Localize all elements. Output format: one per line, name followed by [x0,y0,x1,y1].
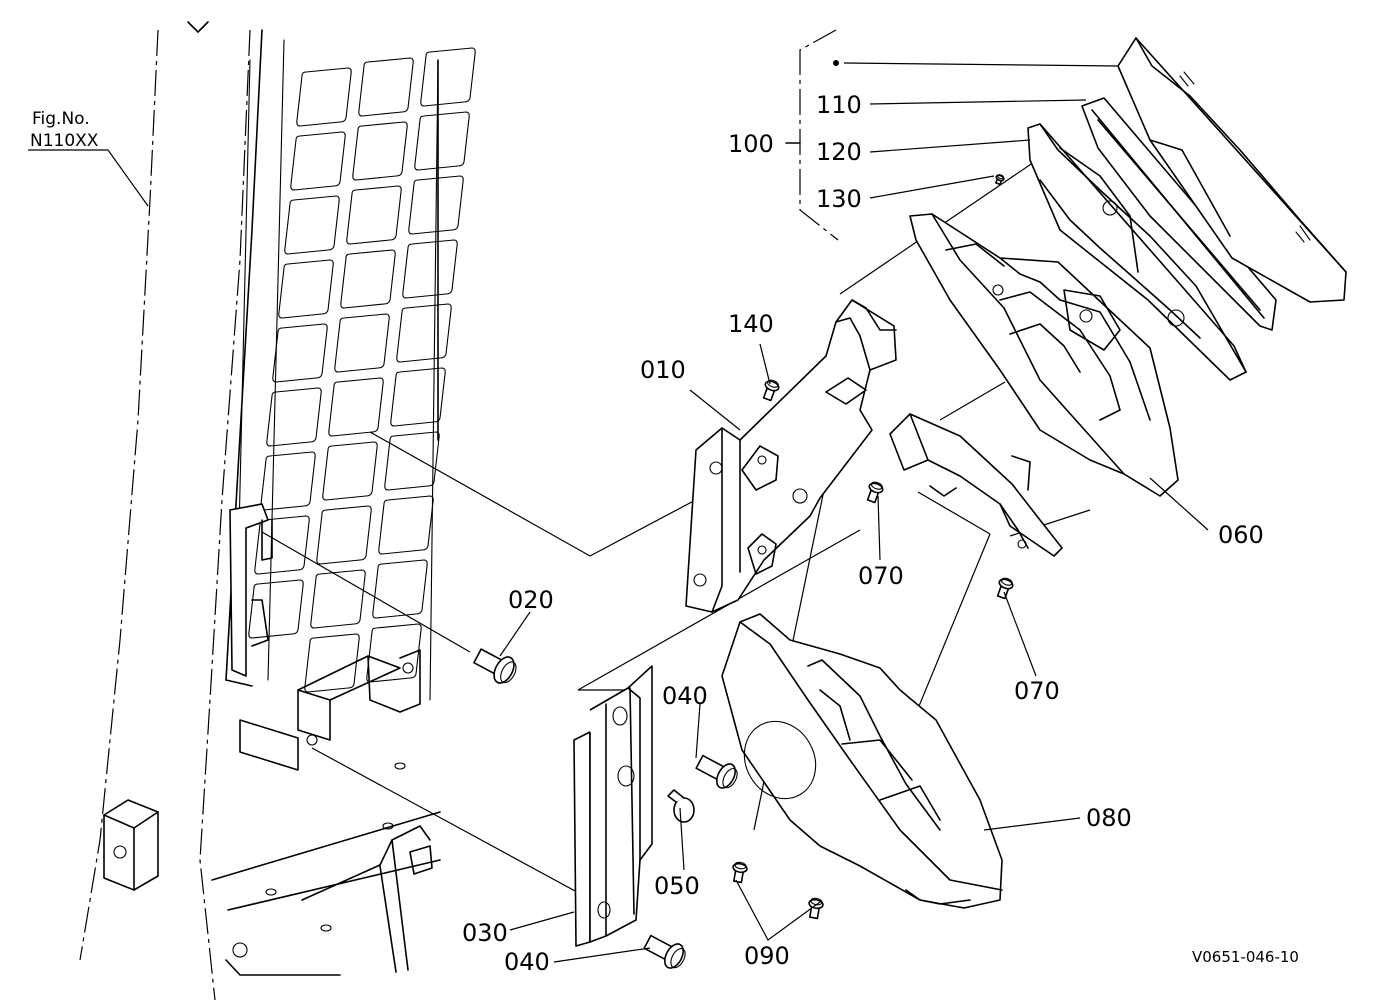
mesh-cell [284,195,340,255]
callout-030: 030 [462,919,508,947]
fig-label: Fig.No. [32,109,90,129]
hinge-plate [889,413,1063,557]
mesh-cell [366,623,422,683]
mesh-cell [272,323,328,383]
callout-140: 140 [728,310,774,338]
gasket-110 [1081,97,1277,331]
screw-070-upper [866,481,884,504]
callout-110: 110 [816,91,862,119]
callout-090: 090 [744,942,790,970]
callout-080: 080 [1086,804,1132,832]
mesh-cell [296,67,352,127]
callout-070-lower: 070 [1014,677,1060,705]
rivet-050 [667,789,695,823]
mesh-cell [358,57,414,117]
mesh-cell [322,441,378,501]
mesh-cell [352,121,408,181]
mesh-strand [267,39,285,681]
mesh-cell [340,249,396,309]
mesh-strand [429,59,439,701]
figure-info: Fig.No. N110XX V0651-046-10 [30,109,1299,966]
screw-090-right [808,897,824,920]
mesh-cell [266,387,322,447]
mesh-cell [278,259,334,319]
drawing-code: V0651-046-10 [1192,948,1299,966]
cover-glass [1117,37,1347,303]
callout-leaders [499,343,1209,963]
bracket-010 [685,299,897,613]
mesh-cell [316,505,372,565]
mesh-cell [290,131,346,191]
bracket-030 [573,665,653,947]
fig-number: N110XX [30,131,99,151]
screw-140 [762,379,780,402]
callout-040-lower: 040 [504,948,550,976]
callout-020: 020 [508,586,554,614]
callout-010: 010 [640,356,686,384]
callout-070-upper: 070 [858,562,904,590]
mesh-cell [372,559,428,619]
mesh-cell [260,451,316,511]
callout-120: 120 [816,138,862,166]
mesh-cell [420,47,476,107]
callout-050: 050 [654,872,700,900]
mesh-cell [310,569,366,629]
mesh-cell [396,303,452,363]
mesh-cell [334,313,390,373]
mesh-hinge [229,503,273,677]
screw-070-lower [996,577,1014,600]
mesh-cell [384,431,440,491]
screw-090-left [732,861,748,884]
block-part [103,799,159,891]
callout-100: 100 [728,130,774,158]
floor-frame [211,762,441,976]
mesh-cell [408,175,464,235]
lower-bracket [239,649,421,771]
part-callouts: 010 140 020 030 040 040 050 060 070 070 … [462,310,1264,976]
meter-housing-060 [909,213,1179,497]
bolt-040-lower [643,934,686,969]
mesh-cell [328,377,384,437]
mesh-cell [254,515,310,575]
mesh-cell [414,111,470,171]
callout-130: 130 [816,185,862,213]
mesh-cell [402,239,458,299]
callout-060: 060 [1218,521,1264,549]
group-labels: 100 110 120 130 [728,91,862,213]
mesh-cell [304,633,360,693]
bolt-040-upper [695,754,738,789]
group-bracket [785,29,1119,241]
mesh-cell [248,579,304,639]
panel-cover-120 [1027,123,1247,381]
mesh-cell [346,185,402,245]
lower-cover-080 [721,613,1003,909]
screws [473,174,1014,969]
mesh-cell [378,495,434,555]
fig-leader [28,149,149,207]
bolt-020 [473,648,517,684]
mesh-grid [235,39,476,701]
screw-130 [995,174,1005,186]
callout-040-upper: 040 [662,682,708,710]
mesh-cell [390,367,446,427]
